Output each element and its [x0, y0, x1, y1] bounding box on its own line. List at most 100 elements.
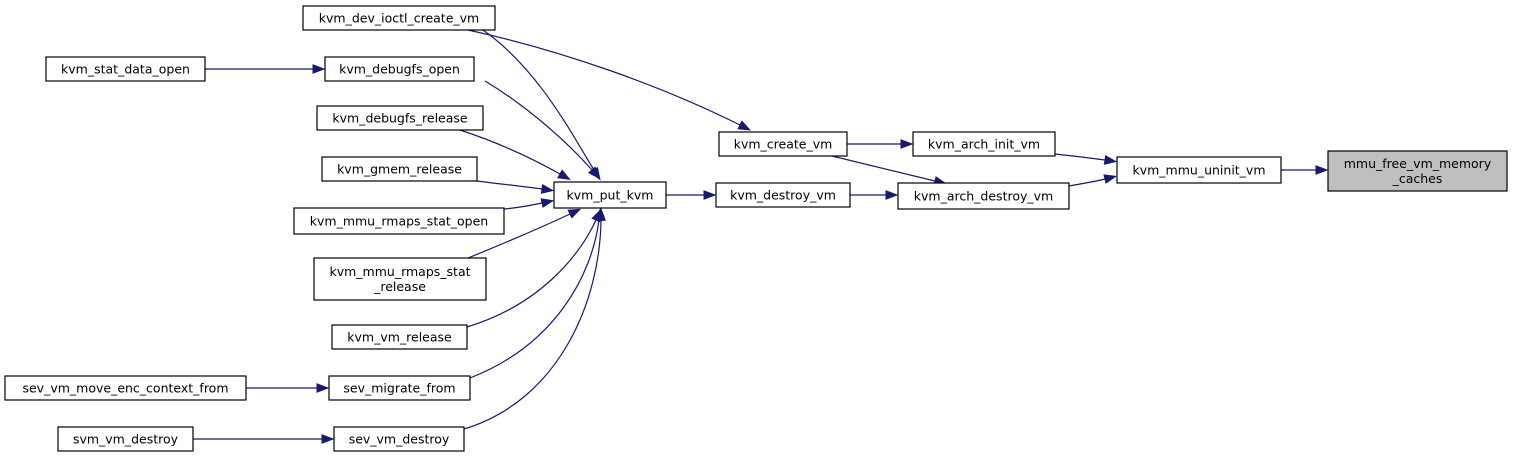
node-box	[302, 5, 496, 31]
arrowhead-icon	[737, 120, 752, 131]
node-box	[328, 375, 471, 401]
edge-kvm_arch_init_vm-to-kvm_mmu_uninit_vm	[1054, 153, 1118, 165]
node-label: kvm_create_vm	[734, 137, 833, 152]
node-box	[553, 181, 667, 209]
edge-line	[463, 219, 602, 430]
node-mmu-free-vm-memory-caches[interactable]: mmu_free_vm_memory_caches	[1327, 150, 1508, 192]
node-label: kvm_mmu_rmaps_stat	[329, 264, 470, 279]
node-kvm-vm-release[interactable]: kvm_vm_release	[331, 324, 468, 350]
edge-svm_vm_destroy-to-sev_vm_destroy	[193, 434, 335, 444]
node-box	[313, 257, 487, 301]
node-box	[316, 105, 484, 131]
edge-kvm_gmem_release-to-kvm_put_kvm	[476, 180, 555, 194]
edge-kvm_mmu_uninit_vm-to-mmu_free_vm_memory_caches	[1281, 165, 1329, 175]
arrowhead-icon	[321, 434, 335, 444]
node-label: sev_vm_move_enc_context_from	[22, 381, 228, 396]
node-kvm-arch-destroy-vm[interactable]: kvm_arch_destroy_vm	[897, 182, 1070, 210]
edge-kvm_put_kvm-to-kvm_destroy_vm	[666, 190, 717, 200]
node-kvm-dev-ioctl-create-vm[interactable]: kvm_dev_ioctl_create_vm	[302, 5, 496, 31]
node-sev-vm-destroy[interactable]: sev_vm_destroy	[333, 426, 465, 452]
arrowhead-icon	[312, 64, 326, 74]
node-label: kvm_debugfs_release	[332, 111, 468, 126]
arrowhead-icon	[1315, 165, 1329, 175]
node-kvm-put-kvm[interactable]: kvm_put_kvm	[553, 181, 667, 209]
edges-layer	[193, 29, 1329, 444]
edge-sev_vm_destroy-to-kvm_put_kvm	[463, 207, 606, 430]
arrowhead-icon	[567, 208, 582, 219]
edge-kvm_create_vm-to-kvm_arch_init_vm	[847, 139, 914, 149]
edge-line	[466, 219, 597, 328]
edge-line	[831, 155, 936, 182]
node-kvm-debugfs-open[interactable]: kvm_debugfs_open	[324, 56, 475, 82]
node-sev-migrate-from[interactable]: sev_migrate_from	[328, 375, 471, 401]
node-kvm-mmu-rmaps-stat-release[interactable]: kvm_mmu_rmaps_stat_release	[313, 257, 487, 301]
arrowhead-icon	[1103, 155, 1118, 165]
node-kvm-mmu-rmaps-stat-open[interactable]: kvm_mmu_rmaps_stat_open	[293, 207, 505, 235]
arrowhead-icon	[596, 207, 606, 221]
arrowhead-icon	[1103, 174, 1118, 184]
edge-kvm_destroy_vm-to-kvm_arch_destroy_vm	[850, 190, 899, 200]
edge-kvm_stat_data_open-to-kvm_debugfs_open	[205, 64, 326, 74]
node-box	[912, 131, 1056, 157]
edge-kvm_debugfs_open-to-kvm_put_kvm	[484, 80, 601, 180]
node-label: kvm_stat_data_open	[61, 62, 190, 77]
node-svm-vm-destroy[interactable]: svm_vm_destroy	[57, 426, 194, 452]
node-label: kvm_gmem_release	[337, 162, 462, 177]
edge-line	[459, 129, 561, 175]
edge-kvm_debugfs_release-to-kvm_put_kvm	[459, 129, 571, 181]
edge-sev_vm_move_enc_context_from-to-sev_migrate_from	[246, 383, 330, 393]
node-label: kvm_destroy_vm	[730, 188, 836, 203]
node-label: sev_vm_destroy	[349, 432, 450, 447]
node-sev-vm-move-enc-context-from[interactable]: sev_vm_move_enc_context_from	[4, 375, 247, 401]
node-box	[45, 56, 206, 82]
node-box	[57, 426, 194, 452]
node-box	[1327, 150, 1508, 192]
node-label: _caches	[1392, 171, 1443, 186]
edge-line	[482, 29, 595, 171]
edge-line	[1068, 178, 1106, 187]
node-kvm-arch-init-vm[interactable]: kvm_arch_init_vm	[912, 131, 1056, 157]
node-label: kvm_put_kvm	[567, 188, 654, 203]
node-label: mmu_free_vm_memory	[1344, 156, 1492, 171]
node-box	[333, 426, 465, 452]
node-label: svm_vm_destroy	[73, 432, 179, 447]
node-label: kvm_mmu_rmaps_stat_open	[310, 214, 488, 229]
node-label: kvm_arch_init_vm	[928, 137, 1040, 152]
nodes-layer: kvm_dev_ioctl_create_vm kvm_stat_data_ope…	[4, 5, 1508, 452]
node-label: kvm_dev_ioctl_create_vm	[319, 11, 479, 26]
node-label: sev_migrate_from	[343, 381, 455, 396]
node-box	[715, 182, 851, 208]
edge-line	[484, 80, 593, 171]
node-kvm-destroy-vm[interactable]: kvm_destroy_vm	[715, 182, 851, 208]
edge-kvm_create_vm-to-kvm_arch_destroy_vm	[831, 155, 948, 186]
node-box	[718, 131, 848, 157]
arrowhead-icon	[703, 190, 717, 200]
node-kvm-stat-data-open[interactable]: kvm_stat_data_open	[45, 56, 206, 82]
arrowhead-icon	[587, 166, 601, 180]
node-label: _release	[373, 279, 426, 294]
node-kvm-mmu-uninit-vm[interactable]: kvm_mmu_uninit_vm	[1116, 156, 1282, 184]
node-kvm-debugfs-release[interactable]: kvm_debugfs_release	[316, 105, 484, 131]
node-label: kvm_mmu_uninit_vm	[1132, 163, 1265, 178]
edge-kvm_dev_ioctl_create_vm-to-kvm_create_vm	[467, 29, 752, 131]
node-kvm-create-vm[interactable]: kvm_create_vm	[718, 131, 848, 157]
node-box	[1116, 156, 1282, 184]
edge-line	[503, 202, 543, 210]
node-label: kvm_debugfs_open	[339, 62, 460, 77]
edge-kvm_dev_ioctl_create_vm-to-kvm_put_kvm	[482, 29, 601, 181]
arrowhead-icon	[540, 184, 555, 194]
arrowhead-icon	[900, 139, 914, 149]
node-box	[331, 324, 468, 350]
edge-line	[476, 180, 543, 190]
node-box	[4, 375, 247, 401]
arrowhead-icon	[885, 190, 899, 200]
node-label: kvm_arch_destroy_vm	[914, 189, 1053, 204]
arrowhead-icon	[540, 198, 555, 208]
node-label: kvm_vm_release	[347, 330, 452, 345]
edge-kvm_arch_destroy_vm-to-kvm_mmu_uninit_vm	[1068, 174, 1118, 187]
edge-kvm_mmu_rmaps_stat_release-to-kvm_put_kvm	[467, 208, 582, 259]
node-kvm-gmem-release[interactable]: kvm_gmem_release	[321, 156, 478, 182]
edge-kvm_mmu_rmaps_stat_open-to-kvm_put_kvm	[503, 198, 555, 210]
node-box	[293, 207, 505, 235]
